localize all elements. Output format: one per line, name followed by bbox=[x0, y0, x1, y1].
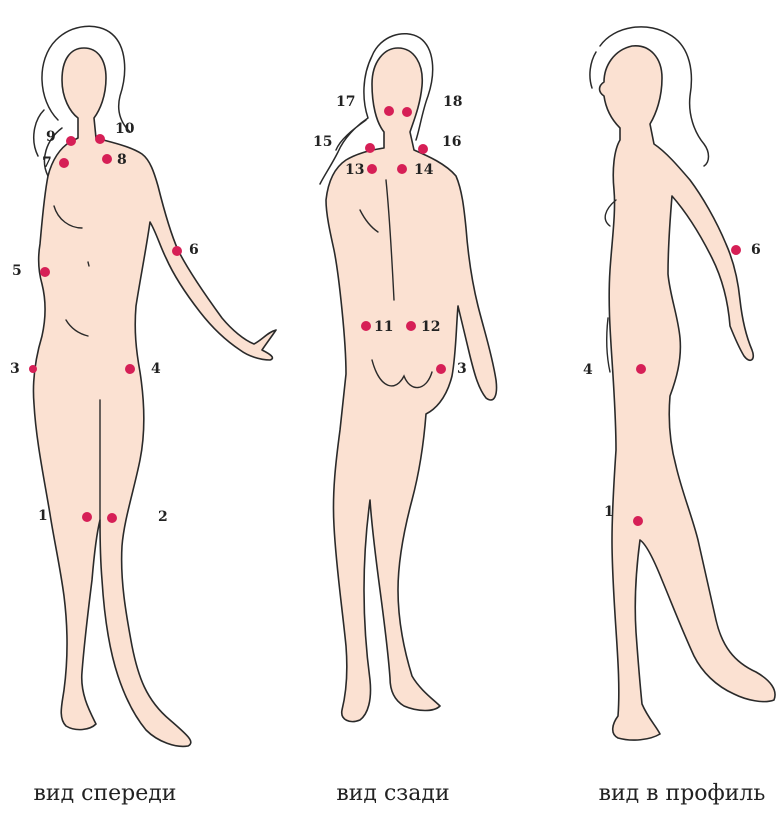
figure-profile bbox=[590, 27, 775, 740]
point-back-15 bbox=[365, 143, 375, 153]
point-profile-4 bbox=[636, 364, 646, 374]
label-front-8: 8 bbox=[117, 152, 127, 168]
point-front-9 bbox=[66, 136, 76, 146]
point-front-2 bbox=[107, 513, 117, 523]
label-profile-1: 1 bbox=[604, 504, 614, 520]
profile-body bbox=[600, 46, 776, 740]
label-front-9: 9 bbox=[46, 129, 56, 145]
point-back-12 bbox=[406, 321, 416, 331]
point-back-13 bbox=[367, 164, 377, 174]
caption-front-view: вид спереди bbox=[34, 781, 177, 806]
figure-front bbox=[33, 26, 276, 746]
point-front-5 bbox=[40, 267, 50, 277]
point-profile-6 bbox=[731, 245, 741, 255]
front-navel bbox=[88, 262, 89, 266]
label-profile-6: 6 bbox=[751, 242, 761, 258]
point-front-3 bbox=[29, 365, 37, 373]
caption-back-view: вид сзади bbox=[336, 781, 449, 806]
point-back-3 bbox=[436, 364, 446, 374]
label-front-7: 7 bbox=[42, 155, 52, 171]
label-front-3: 3 bbox=[10, 361, 20, 377]
label-back-12: 12 bbox=[421, 319, 440, 335]
point-front-7 bbox=[59, 158, 69, 168]
point-front-8 bbox=[102, 154, 112, 164]
label-back-16: 16 bbox=[442, 134, 461, 150]
point-back-14 bbox=[397, 164, 407, 174]
point-back-17 bbox=[384, 106, 394, 116]
label-back-13: 13 bbox=[345, 162, 364, 178]
label-back-15: 15 bbox=[313, 134, 332, 150]
point-front-4 bbox=[125, 364, 135, 374]
front-body bbox=[33, 48, 276, 746]
label-back-3: 3 bbox=[457, 361, 467, 377]
label-front-1: 1 bbox=[38, 508, 48, 524]
point-front-10 bbox=[95, 134, 105, 144]
label-profile-4: 4 bbox=[583, 362, 593, 378]
label-back-17: 17 bbox=[336, 94, 355, 110]
point-back-16 bbox=[418, 144, 428, 154]
label-back-14: 14 bbox=[414, 162, 434, 178]
point-back-11 bbox=[361, 321, 371, 331]
point-front-1 bbox=[82, 512, 92, 522]
label-front-10: 10 bbox=[115, 121, 135, 137]
label-front-6: 6 bbox=[189, 242, 199, 258]
label-front-4: 4 bbox=[151, 361, 161, 377]
figure-back bbox=[320, 34, 497, 722]
label-back-18: 18 bbox=[443, 94, 462, 110]
back-body bbox=[326, 48, 497, 722]
point-profile-1 bbox=[633, 516, 643, 526]
caption-profile-view: вид в профиль bbox=[599, 781, 766, 806]
point-front-6 bbox=[172, 246, 182, 256]
point-back-18 bbox=[402, 107, 412, 117]
label-front-5: 5 bbox=[12, 263, 22, 279]
label-back-11: 11 bbox=[374, 319, 393, 335]
label-front-2: 2 bbox=[158, 509, 168, 525]
